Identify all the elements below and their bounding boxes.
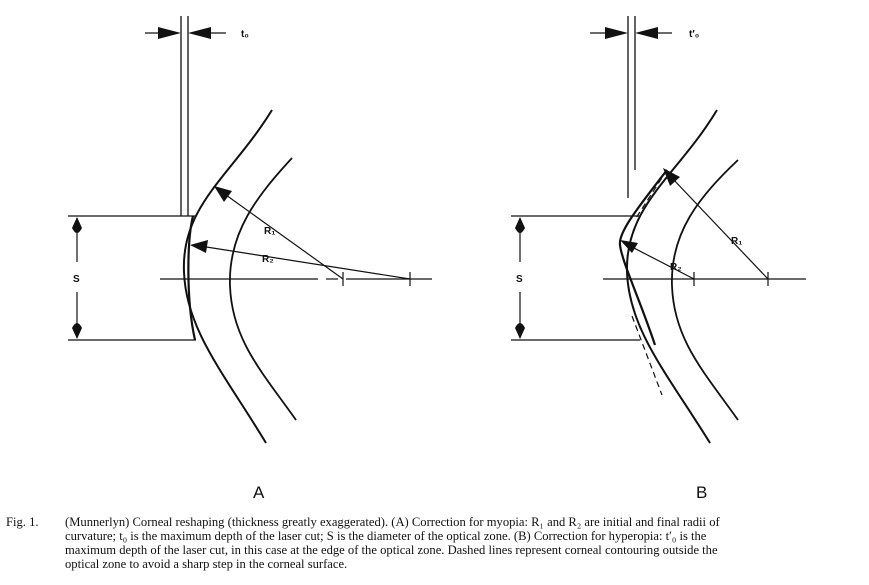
- caption-line: optical zone to avoid a sharp step in th…: [65, 557, 348, 571]
- panel-b-dashed-transition-bottom: [631, 315, 663, 396]
- panel-b-r1-label: R₁: [731, 236, 742, 247]
- panel-a-thickness-arrow-right: [188, 27, 226, 39]
- panel-b-thickness-label: t′₀: [689, 29, 699, 40]
- panel-a-r1-arrowhead: [214, 186, 232, 202]
- panel-a-posterior-surface: [229, 157, 297, 421]
- panel-a-label: A: [253, 483, 265, 502]
- panel-a-anterior-surface: [182, 109, 273, 444]
- panel-b-s-label: S: [516, 274, 523, 285]
- caption-line: curvature; t₀ is the maximum depth of th…: [65, 529, 707, 543]
- panel-a: [68, 16, 432, 444]
- panel-a-r2-line: [199, 245, 411, 280]
- panel-b: [511, 16, 806, 444]
- panel-a-thickness-arrow-left: [145, 27, 181, 39]
- panel-b-cut-surface: [618, 169, 668, 346]
- panel-a-cut-surface: [187, 215, 197, 341]
- panel-b-label: B: [696, 483, 707, 502]
- panel-b-r2-label: R₂: [670, 262, 682, 273]
- panel-b-thickness-arrow-left: [590, 27, 628, 39]
- caption-line: maximum depth of the laser cut, in this …: [65, 543, 718, 557]
- panel-a-r1-label: R₁: [264, 226, 275, 237]
- caption-line: (Munnerlyn) Corneal reshaping (thickness…: [65, 515, 720, 529]
- panel-a-r1-line: [225, 194, 344, 280]
- panel-b-r2-line: [629, 245, 695, 280]
- panel-b-r2-arrowhead: [620, 240, 638, 253]
- panel-a-s-label: S: [73, 274, 80, 285]
- panel-a-thickness-label: t₀: [241, 29, 249, 40]
- corneal-reshaping-figure: t₀ R₁ R₂ S A t′₀ R₁ R₂ S B: [68, 16, 806, 502]
- panel-b-s-dimension: [515, 217, 525, 339]
- panel-b-thickness-arrow-right: [635, 27, 672, 39]
- panel-a-r2-arrowhead: [190, 240, 208, 253]
- panel-a-s-dimension: [72, 217, 82, 339]
- panel-b-r1-line: [671, 177, 769, 280]
- caption-body: (Munnerlyn) Corneal reshaping (thickness…: [65, 515, 863, 571]
- panel-b-posterior-surface: [671, 159, 739, 421]
- panel-a-r2-label: R₂: [262, 254, 274, 265]
- figure-number: Fig. 1.: [6, 515, 39, 529]
- panel-b-r1-arrowhead: [663, 168, 680, 186]
